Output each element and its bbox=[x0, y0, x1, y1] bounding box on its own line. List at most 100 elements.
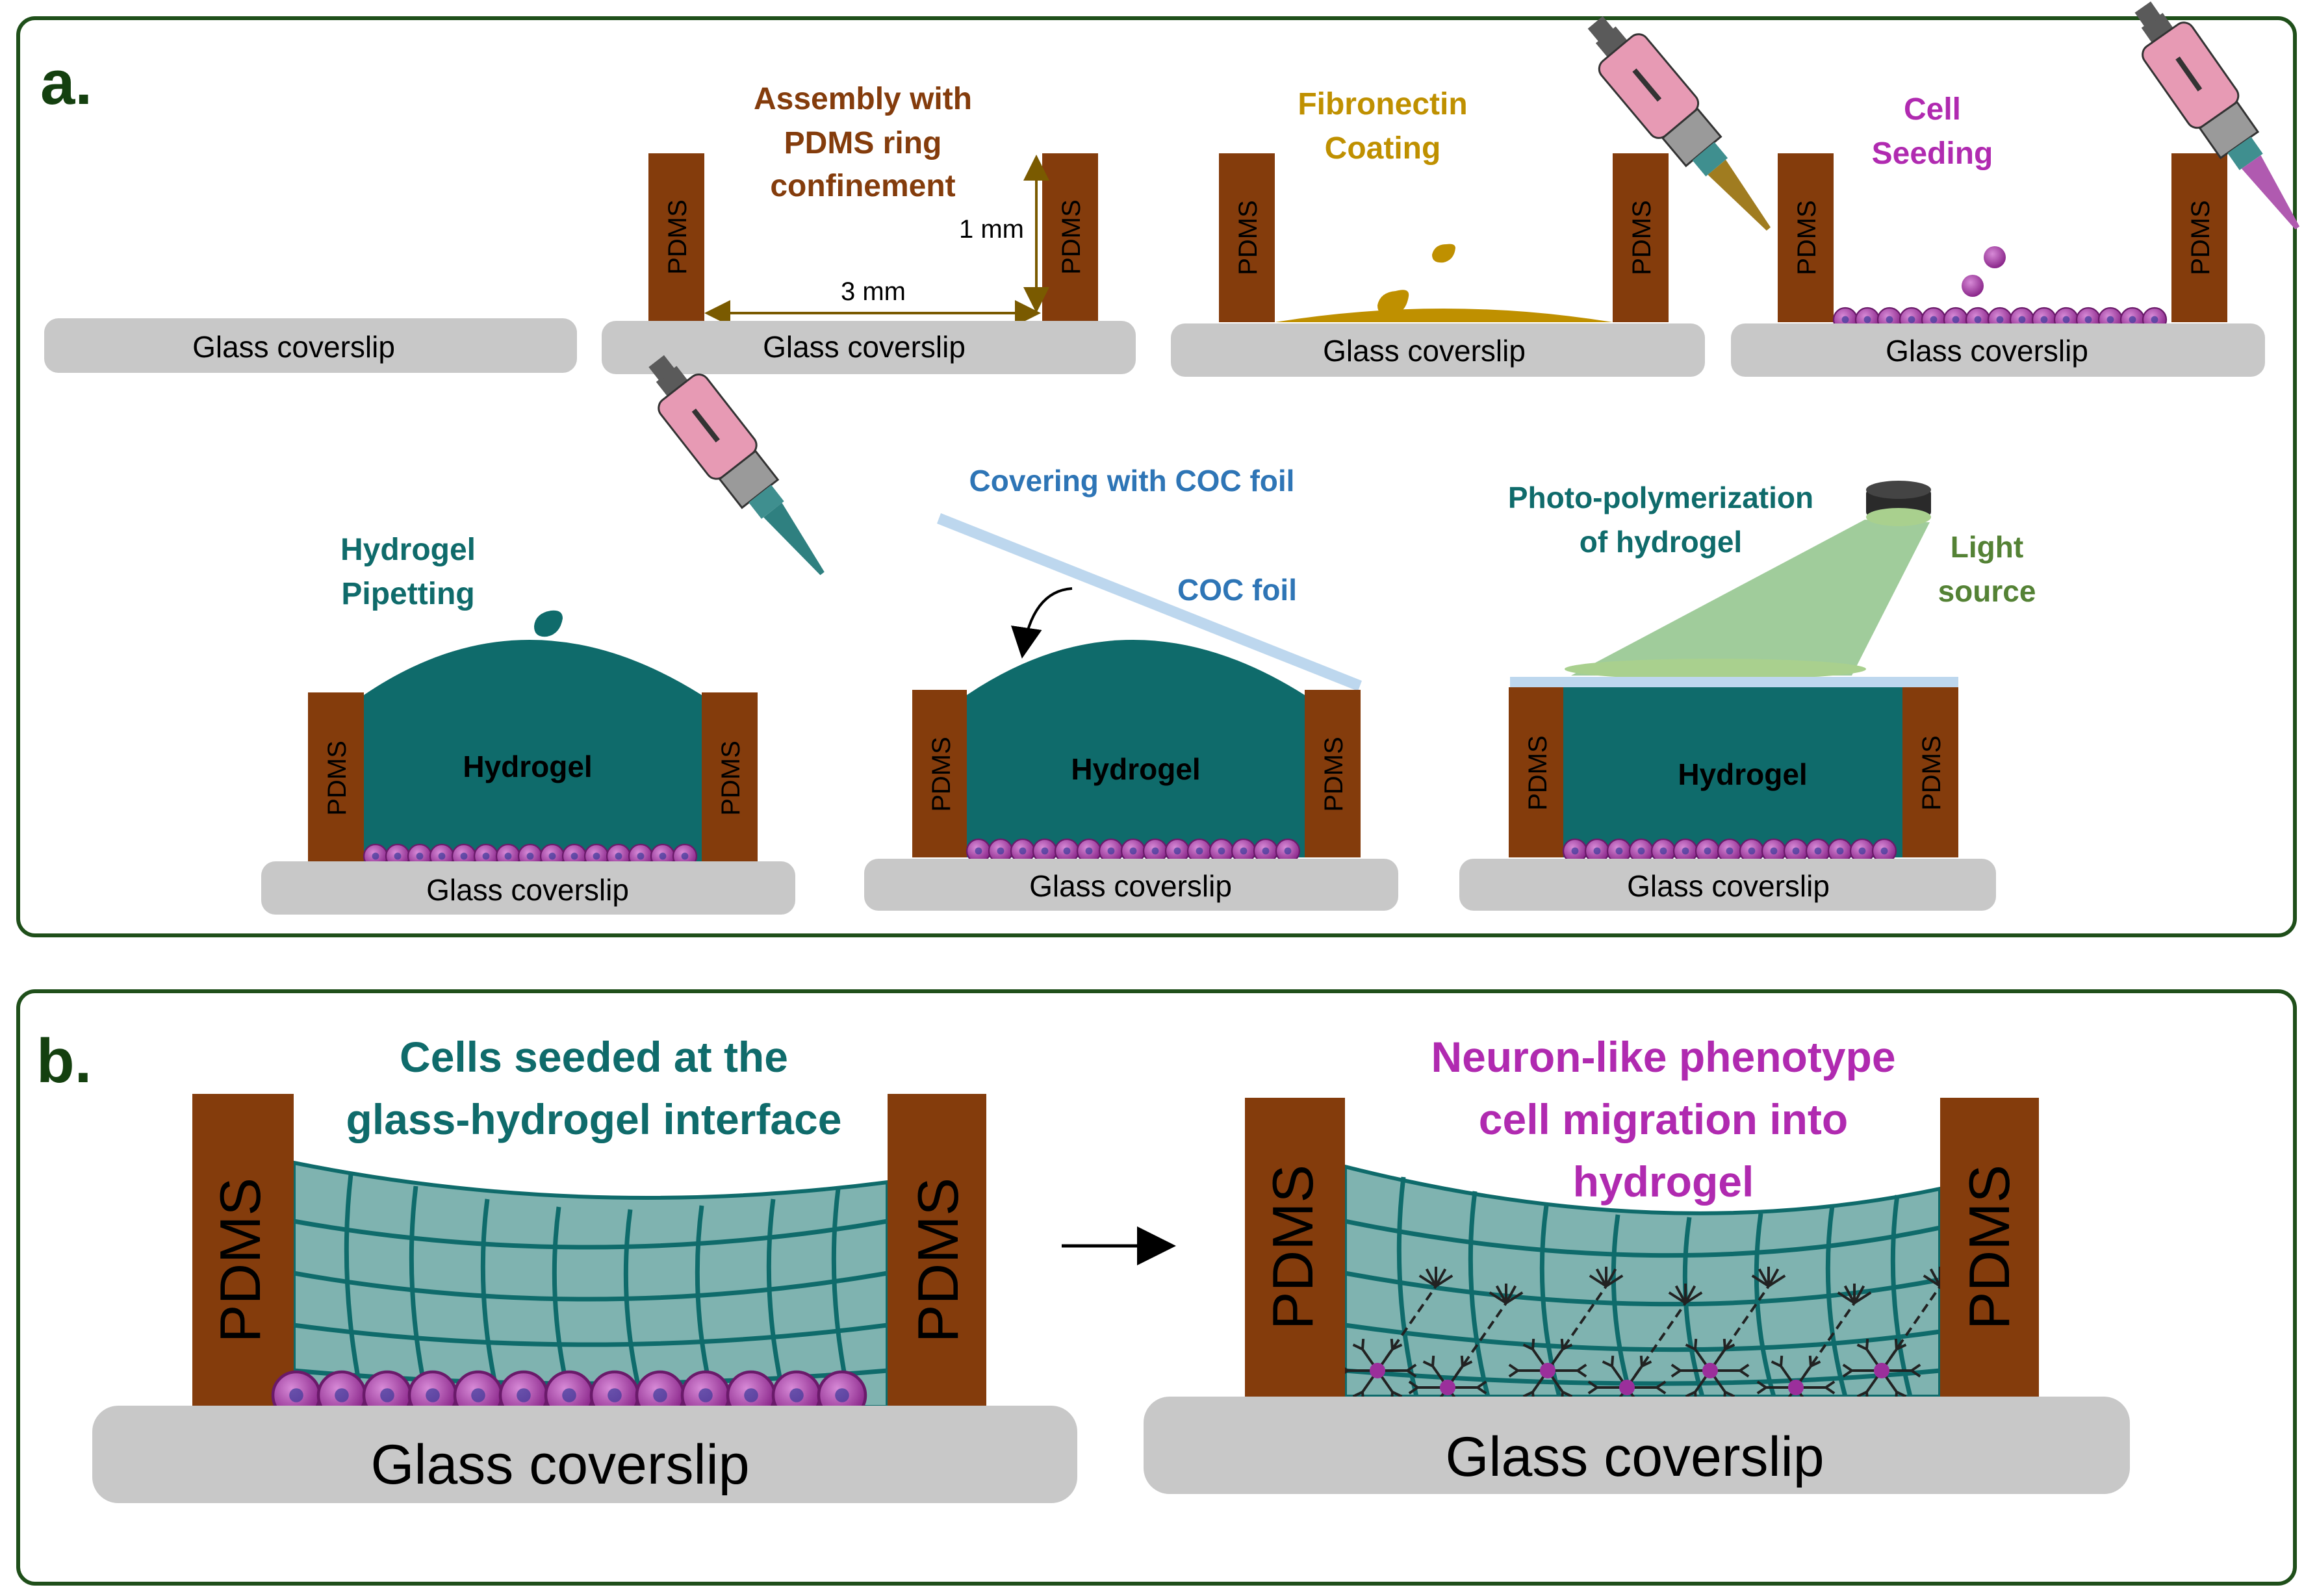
step-coc-foil: Covering with COC foil COC foil PDMS PDM… bbox=[864, 464, 1398, 911]
curved-arrow bbox=[1011, 587, 1073, 659]
fibronectin-drop bbox=[1377, 290, 1409, 316]
fibronectin-text-1: Fibronectin bbox=[1298, 87, 1467, 121]
hydrogel-label: Hydrogel bbox=[463, 750, 592, 783]
cell-nucleus bbox=[1107, 847, 1115, 855]
glass-coverslip-label: Glass coverslip bbox=[1886, 334, 2088, 368]
step-assembly: Assembly with PDMS ring confinement PDMS… bbox=[602, 82, 1136, 374]
pdms-wall-right bbox=[702, 692, 758, 861]
cell-nucleus bbox=[1218, 847, 1225, 855]
glass-coverslip bbox=[1171, 323, 1705, 377]
pdms-wall-left bbox=[192, 1094, 294, 1407]
glass-coverslip bbox=[44, 318, 577, 373]
pdms-wall-right bbox=[888, 1094, 986, 1407]
hydrogel-pipetting-text-1: Hydrogel bbox=[340, 533, 476, 567]
pdms-label: PDMS bbox=[1261, 1165, 1325, 1330]
scene-cells-seeded: Cells seeded at the glass-hydrogel inter… bbox=[92, 1033, 1077, 1503]
pdms-label: PDMS bbox=[663, 199, 692, 275]
pdms-wall-left bbox=[1509, 687, 1563, 857]
pdms-label: PDMS bbox=[1524, 735, 1552, 811]
cell-nucleus bbox=[517, 1388, 531, 1402]
pdms-label: PDMS bbox=[208, 1178, 272, 1343]
cell-seeding-text-2: Seeding bbox=[1872, 136, 1993, 171]
light-source-text-2: source bbox=[1938, 574, 2036, 608]
glass-coverslip bbox=[261, 861, 795, 915]
glass-coverslip bbox=[602, 321, 1136, 374]
cell-nucleus bbox=[504, 852, 512, 860]
cell-nucleus bbox=[1063, 847, 1071, 855]
cell-nucleus bbox=[835, 1388, 849, 1402]
cell-nucleus bbox=[744, 1388, 758, 1402]
pipette-icon bbox=[2134, 1, 2300, 230]
falling-cell bbox=[1984, 246, 2006, 268]
glass-coverslip-label: Glass coverslip bbox=[426, 873, 629, 907]
assembly-text-2: PDMS ring bbox=[784, 126, 942, 160]
pdms-wall-right bbox=[1305, 690, 1361, 857]
hydrogel-drop bbox=[534, 610, 563, 637]
cell-nucleus bbox=[1041, 847, 1049, 855]
cell-nucleus bbox=[289, 1388, 303, 1402]
hydrogel-label: Hydrogel bbox=[1678, 757, 1807, 791]
glass-coverslip-label: Glass coverslip bbox=[763, 330, 966, 364]
cell-nucleus bbox=[1571, 847, 1579, 855]
cell-nucleus bbox=[997, 847, 1005, 855]
cell-nucleus bbox=[1682, 847, 1689, 855]
glass-coverslip bbox=[1144, 1397, 2130, 1494]
cell-nucleus bbox=[615, 852, 622, 860]
cell-nucleus bbox=[394, 852, 402, 860]
cell-nucleus bbox=[372, 852, 379, 860]
pdms-label: PDMS bbox=[1793, 200, 1821, 275]
cell-nucleus bbox=[1240, 847, 1248, 855]
pdms-wall-left bbox=[1245, 1098, 1345, 1397]
glass-coverslip-label: Glass coverslip bbox=[1323, 334, 1526, 368]
pdms-label: PDMS bbox=[2186, 200, 2215, 275]
cell-nucleus bbox=[2062, 316, 2070, 323]
step-glass: Glass coverslip bbox=[44, 318, 577, 373]
pdms-label: PDMS bbox=[1320, 737, 1348, 812]
cell-nucleus bbox=[1615, 847, 1623, 855]
pdms-label: PDMS bbox=[717, 741, 745, 816]
pipette-icon bbox=[648, 355, 825, 576]
pdms-label: PDMS bbox=[906, 1178, 970, 1343]
panel-b-border bbox=[16, 989, 2297, 1586]
cell-nucleus bbox=[2084, 316, 2092, 323]
cell-nucleus bbox=[1704, 847, 1711, 855]
mesh-lines bbox=[1344, 1176, 1941, 1397]
cell-nucleus bbox=[1726, 847, 1734, 855]
cell-nucleus bbox=[653, 1388, 667, 1402]
cell-nucleus bbox=[1085, 847, 1093, 855]
hydrogel-dome bbox=[364, 640, 702, 861]
cell-nucleus bbox=[570, 852, 578, 860]
falling-cell bbox=[1962, 275, 1984, 297]
step-hydrogel-pipetting: Hydrogel Pipetting PDMS PDMS Hydrogel Gl… bbox=[261, 355, 825, 915]
pdms-label: PDMS bbox=[323, 741, 352, 816]
panel-a-label: a. bbox=[40, 48, 92, 118]
step-photo-polymerization: Photo-polymerization of hydrogel Light s… bbox=[1459, 481, 2036, 911]
dim-width-label: 3 mm bbox=[841, 277, 906, 306]
cell-nucleus bbox=[482, 852, 490, 860]
neuron-cell bbox=[1670, 1267, 1786, 1403]
light-source-icon bbox=[1866, 481, 1931, 526]
cell-nucleus bbox=[681, 852, 689, 860]
pdms-wall-left bbox=[648, 153, 704, 321]
cell-nucleus bbox=[1841, 316, 1849, 323]
cell-nucleus bbox=[2129, 316, 2136, 323]
pdms-label: PDMS bbox=[1234, 200, 1262, 275]
coc-foil bbox=[1510, 677, 1958, 687]
pdms-label: PDMS bbox=[1628, 200, 1656, 275]
cell-nucleus bbox=[975, 847, 982, 855]
right-title-1: Neuron-like phenotype bbox=[1431, 1033, 1895, 1081]
cell-nucleus bbox=[1196, 847, 1203, 855]
cell-nucleus bbox=[1930, 316, 1938, 323]
covering-text: Covering with COC foil bbox=[969, 464, 1295, 498]
cell-nucleus bbox=[2040, 316, 2048, 323]
cell-nucleus bbox=[659, 852, 667, 860]
left-title-2: glass-hydrogel interface bbox=[346, 1095, 842, 1143]
cell-nucleus bbox=[548, 852, 556, 860]
cell-nucleus bbox=[593, 852, 600, 860]
photo-poly-text-1: Photo-polymerization bbox=[1508, 481, 1813, 514]
cell-nucleus bbox=[1974, 316, 1982, 323]
pdms-wall-right bbox=[1613, 153, 1669, 322]
cell-nucleus bbox=[2151, 316, 2158, 323]
fibronectin-drop bbox=[1432, 244, 1455, 263]
